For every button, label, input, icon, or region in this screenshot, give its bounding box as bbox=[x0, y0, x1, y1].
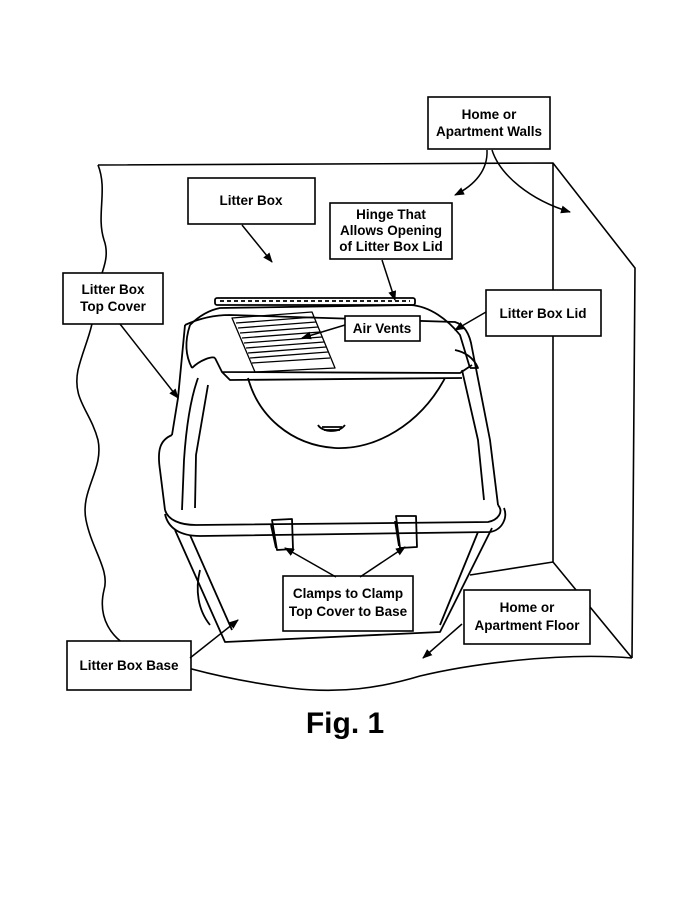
floor-label-1: Home or bbox=[500, 600, 556, 615]
hinge-label-2: Allows Opening bbox=[340, 223, 442, 238]
litter-box-top-cover bbox=[159, 315, 505, 536]
litter-box-lid bbox=[186, 305, 478, 448]
box-walls bbox=[428, 97, 550, 149]
lid-label: Litter Box Lid bbox=[500, 306, 587, 321]
top-cover-label-1: Litter Box bbox=[81, 282, 144, 297]
air-vents bbox=[232, 312, 335, 372]
floor-label-2: Apartment Floor bbox=[474, 618, 580, 633]
litter-box-label: Litter Box bbox=[219, 193, 282, 208]
top-cover-label-2: Top Cover bbox=[80, 299, 146, 314]
air-vents-label: Air Vents bbox=[353, 321, 412, 336]
hinge bbox=[215, 298, 415, 305]
walls-label-1: Home or bbox=[462, 107, 518, 122]
walls-label-2: Apartment Walls bbox=[436, 124, 542, 139]
clamps-label-1: Clamps to Clamp bbox=[293, 586, 403, 601]
base-label: Litter Box Base bbox=[79, 658, 179, 673]
hinge-label-1: Hinge That bbox=[356, 207, 426, 222]
hinge-label-3: of Litter Box Lid bbox=[339, 239, 443, 254]
figure-caption: Fig. 1 bbox=[306, 707, 384, 740]
clamps-label-2: Top Cover to Base bbox=[289, 604, 408, 619]
box-floor bbox=[464, 590, 590, 644]
